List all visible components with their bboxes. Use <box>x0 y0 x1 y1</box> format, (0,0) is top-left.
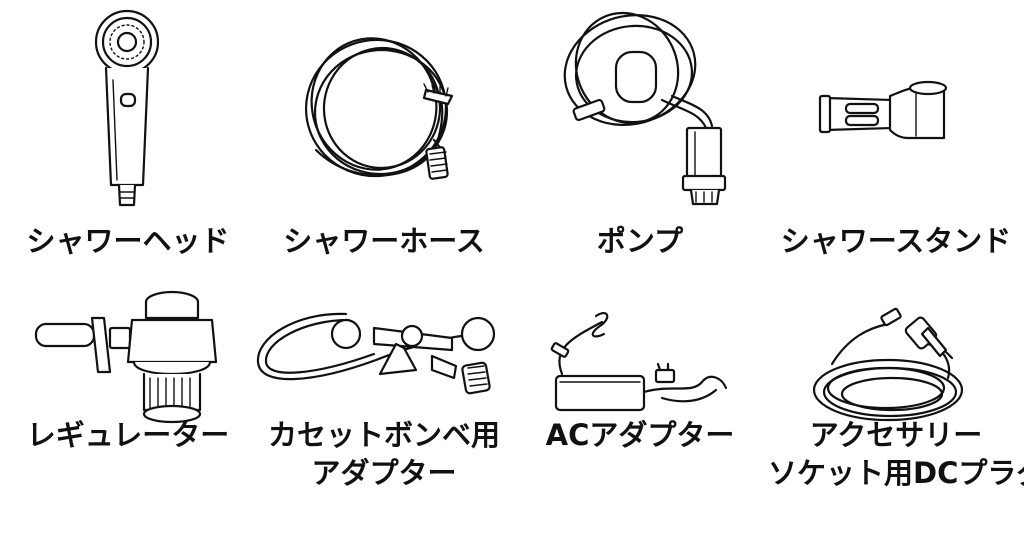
part-label-dc-plug: アクセサリー ソケット用DCプラグ <box>768 418 1024 490</box>
gas-canister-adapter-icon <box>256 312 496 395</box>
part-dc-plug: アクセサリー ソケット用DCプラグ <box>768 278 1024 556</box>
dc-plug-icon <box>812 307 964 422</box>
part-ac-adapter: ACアダプター <box>512 278 768 556</box>
part-shower-hose: シャワーホース <box>256 0 512 278</box>
part-label-shower-head: シャワーヘッド <box>26 224 230 258</box>
part-label-ac-adapter: ACアダプター <box>545 418 735 452</box>
pump-icon <box>563 11 727 206</box>
part-label-pump: ポンプ <box>596 224 684 258</box>
part-pump: ポンプ <box>512 0 768 278</box>
part-label-shower-stand: シャワースタンド <box>780 224 1012 258</box>
part-shower-stand: シャワースタンド <box>768 0 1024 278</box>
shower-head-icon <box>94 9 160 207</box>
shower-hose-icon <box>304 37 454 180</box>
part-regulator: レギュレーター <box>0 278 256 556</box>
regulator-icon <box>34 290 218 424</box>
part-label-regulator: レギュレーター <box>26 418 230 452</box>
part-shower-head: シャワーヘッド <box>0 0 256 278</box>
part-canister-adapter: カセットボンベ用 アダプター <box>256 278 512 556</box>
part-label-canister-adapter: カセットボンベ用 アダプター <box>267 418 500 490</box>
shower-stand-icon <box>818 80 948 140</box>
part-label-shower-hose: シャワーホース <box>283 224 485 258</box>
ac-adapter-icon <box>550 311 728 412</box>
